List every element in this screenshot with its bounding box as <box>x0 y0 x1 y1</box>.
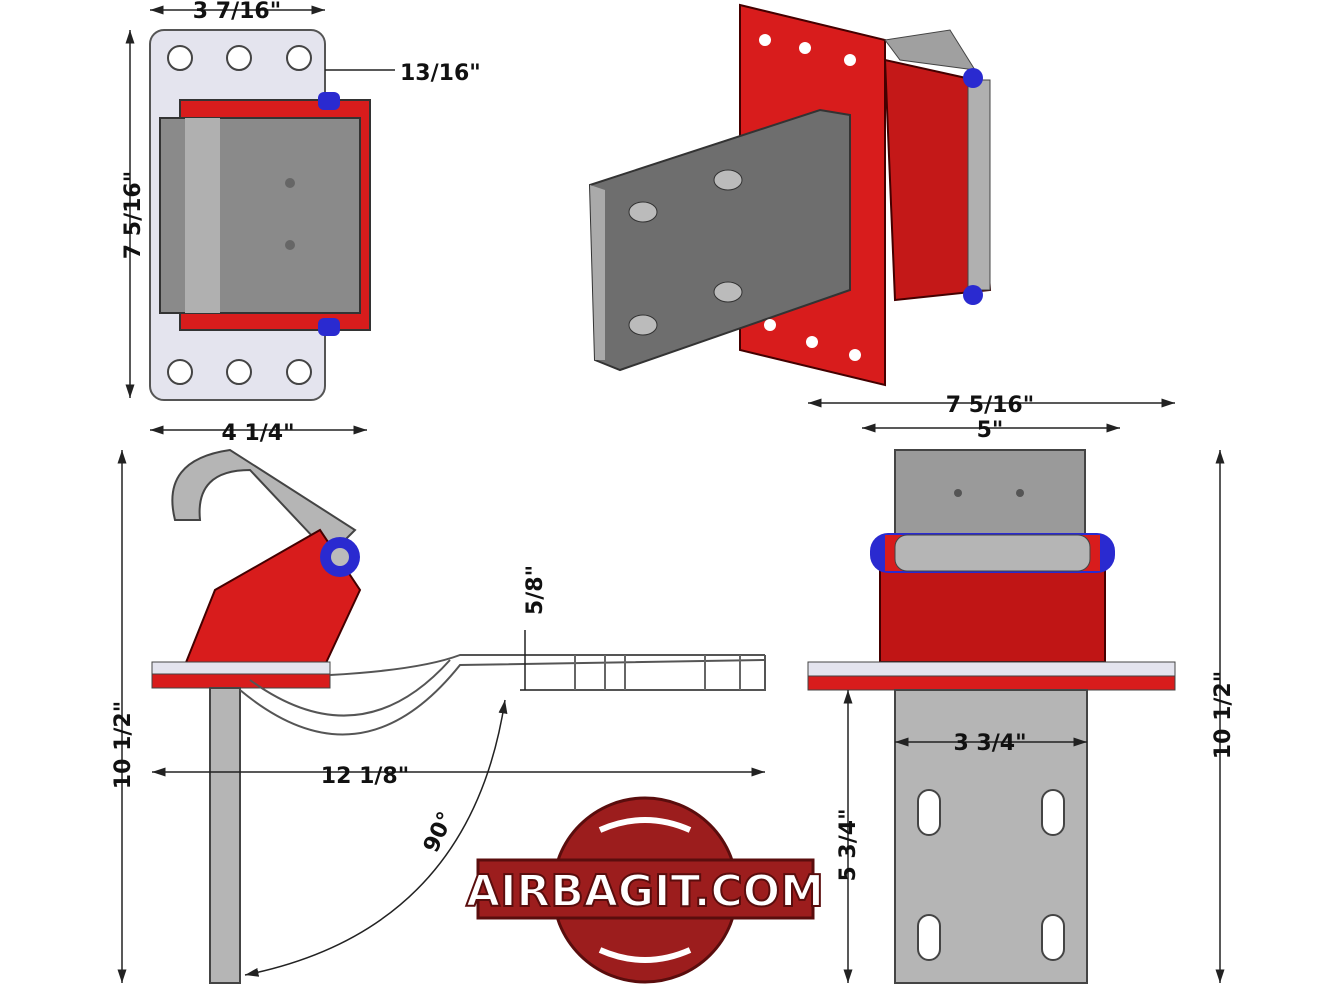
dim-front-height: 10 1/2" <box>1211 671 1236 759</box>
front-view <box>807 398 1225 984</box>
side-view <box>117 425 766 984</box>
dim-drop: 5/8" <box>523 565 548 615</box>
dim-arm-length: 5 3/4" <box>836 808 861 881</box>
dim-arm-width: 3 3/4" <box>953 731 1026 756</box>
dim-top-view-height: 7 5/16" <box>121 171 146 259</box>
dim-side-height: 10 1/2" <box>111 701 136 789</box>
dim-top-view-width: 3 7/16" <box>193 0 281 24</box>
dim-angle: 90° <box>419 808 459 856</box>
dim-front-width: 7 5/16" <box>946 393 1034 418</box>
dim-side-top-width: 4 1/4" <box>221 421 294 446</box>
airbagit-logo: AIRBAGIT.COM <box>465 796 825 984</box>
dim-overall-length: 12 1/8" <box>321 764 409 789</box>
logo-text: AIRBAGIT.COM <box>466 866 824 917</box>
dim-pin-offset: 13/16" <box>400 61 481 86</box>
dim-front-inner-width: 5" <box>977 418 1004 443</box>
isometric-view <box>588 3 992 387</box>
top-view <box>125 5 395 401</box>
